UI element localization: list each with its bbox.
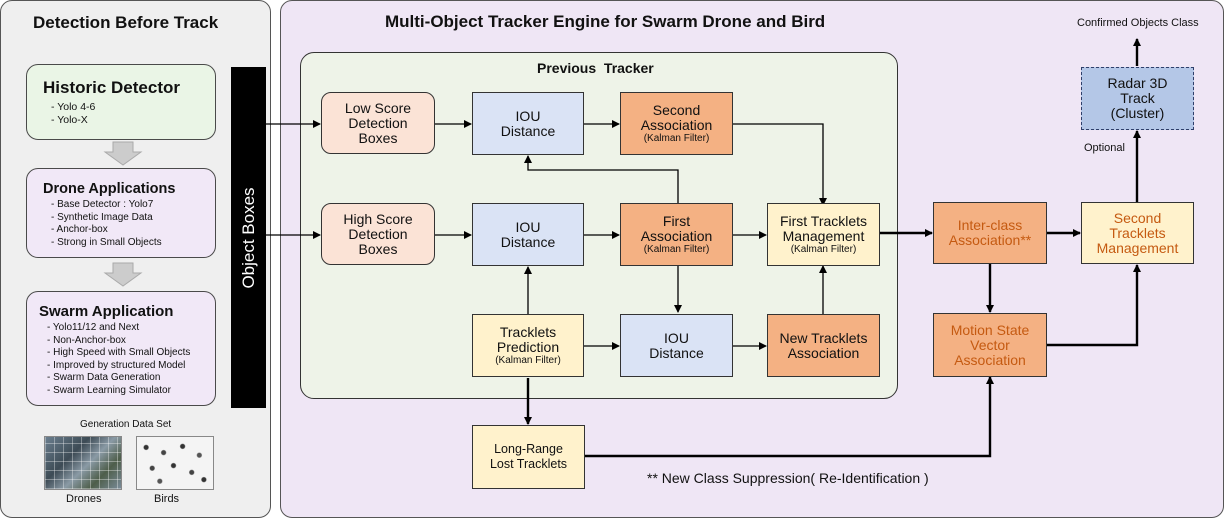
second-tracklets-management: Second Tracklets Management xyxy=(1081,202,1194,264)
node-label: IOU xyxy=(515,218,541,235)
iou-distance-bottom: IOU Distance xyxy=(620,314,733,377)
list-item: - Base Detector : Yolo7 xyxy=(51,199,154,210)
node-label: Association xyxy=(954,351,1026,368)
node-label: Long-Range xyxy=(494,442,563,456)
previous-tracker-title: Previous Tracker xyxy=(537,60,654,76)
inter-class-association: Inter-class Association** xyxy=(933,202,1047,264)
motion-state-vector-association: Motion State Vector Association xyxy=(933,313,1047,377)
list-item: - High Speed with Small Objects xyxy=(47,347,191,358)
node-label: Inter-class xyxy=(957,217,1023,233)
node-label: Detection xyxy=(348,114,408,131)
footnote-text: ** New Class Suppression( Re-Identificat… xyxy=(647,470,929,486)
object-boxes-bar: Object Boxes xyxy=(231,67,266,408)
first-tracklets-management: First Tracklets Management (Kalman Filte… xyxy=(767,203,880,266)
node-label: Distance xyxy=(500,233,556,250)
confirmed-objects-label: Confirmed Objects Class xyxy=(1077,17,1199,29)
node-sublabel: (Kalman Filter) xyxy=(643,243,710,255)
iou-distance-top: IOU Distance xyxy=(472,92,584,155)
node-label: Association xyxy=(787,344,860,361)
node-label: Tracklets xyxy=(499,323,557,340)
node-label: Vector xyxy=(970,336,1010,353)
node-label: (Cluster) xyxy=(1110,105,1165,121)
node-sublabel: (Kalman Filter) xyxy=(643,132,710,144)
node-label: Association xyxy=(640,227,713,244)
node-label: Association xyxy=(640,116,713,133)
node-label: Management xyxy=(1096,239,1179,256)
list-item: - Yolo-X xyxy=(51,114,88,126)
node-label: IOU xyxy=(664,329,689,346)
node-label: Radar 3D xyxy=(1107,75,1168,91)
list-item: - Improved by structured Model xyxy=(47,359,186,371)
drone-applications-title: Drone Applications xyxy=(43,181,176,197)
list-item: - Swarm Data Generation xyxy=(47,372,161,383)
node-label: New Tracklets xyxy=(779,329,868,346)
node-label: Boxes xyxy=(358,129,398,146)
first-association: First Association (Kalman Filter) xyxy=(620,203,733,266)
node-label: Low Score xyxy=(344,99,412,116)
radar-3d-track: Radar 3D Track (Cluster) xyxy=(1081,67,1194,130)
node-label: Lost Tracklets xyxy=(489,457,568,471)
node-label: Distance xyxy=(500,122,556,139)
node-label: Second xyxy=(652,101,701,118)
list-item: - Strong in Small Objects xyxy=(51,236,162,248)
tracker-engine-title: Multi-Object Tracker Engine for Swarm Dr… xyxy=(385,12,826,31)
list-item: - Yolo 4-6 xyxy=(51,101,96,113)
node-label: Tracklets xyxy=(1109,224,1166,241)
node-label: Track xyxy=(1120,90,1155,106)
swarm-application-box: Swarm Application - Yolo11/12 and Next -… xyxy=(26,291,216,406)
list-item: - Swarm Learning Simulator xyxy=(47,384,171,396)
node-label: Boxes xyxy=(358,240,398,257)
node-label: First Tracklets xyxy=(779,212,868,229)
node-label: Detection xyxy=(348,225,408,242)
birds-dataset-image xyxy=(136,436,214,490)
second-association: Second Association (Kalman Filter) xyxy=(620,92,733,155)
list-item: - Yolo11/12 and Next xyxy=(47,322,140,333)
birds-label: Birds xyxy=(154,493,180,505)
node-label: High Score xyxy=(343,210,413,227)
new-tracklets-association: New Tracklets Association xyxy=(767,314,880,377)
node-label: IOU xyxy=(515,107,541,124)
node-label: Association** xyxy=(948,232,1032,248)
historic-detector-title: Historic Detector xyxy=(43,78,180,97)
node-label: Distance xyxy=(649,344,704,361)
list-item: - Non-Anchor-box xyxy=(47,334,126,346)
node-label: Motion State xyxy=(950,321,1030,338)
down-arrow-icon xyxy=(103,141,143,166)
list-item: - Anchor-box xyxy=(51,224,108,235)
dataset-title: Generation Data Set xyxy=(80,419,172,430)
list-item: - Synthetic Image Data xyxy=(51,211,153,223)
high-score-detection-boxes: High Score Detection Boxes xyxy=(321,203,435,265)
node-label: Second xyxy=(1113,209,1162,226)
down-arrow-icon xyxy=(103,262,143,287)
tracklets-prediction: Tracklets Prediction (Kalman Filter) xyxy=(472,314,584,377)
optional-label: Optional xyxy=(1084,142,1125,154)
drones-label: Drones xyxy=(66,493,102,505)
node-sublabel: (Kalman Filter) xyxy=(790,243,857,255)
node-label: Management xyxy=(782,227,865,244)
drone-applications-box: Drone Applications - Base Detector : Yol… xyxy=(26,168,216,258)
long-range-lost-tracklets: Long-Range Lost Tracklets xyxy=(472,425,585,489)
drones-dataset-image xyxy=(44,436,122,490)
historic-detector-box: Historic Detector - Yolo 4-6 - Yolo-X xyxy=(26,64,216,140)
swarm-application-title: Swarm Application xyxy=(39,303,174,320)
low-score-detection-boxes: Low Score Detection Boxes xyxy=(321,92,435,154)
node-label: First xyxy=(662,212,691,229)
node-sublabel: (Kalman Filter) xyxy=(495,354,561,366)
iou-distance-mid: IOU Distance xyxy=(472,203,584,266)
node-label: Prediction xyxy=(496,338,560,355)
detection-panel-title: Detection Before Track xyxy=(33,13,219,32)
